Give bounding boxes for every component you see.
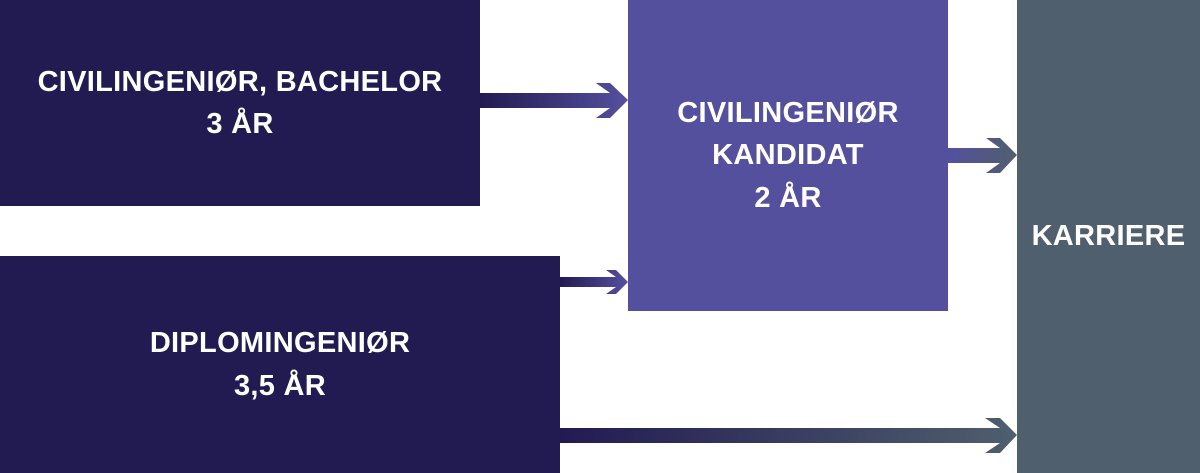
bachelor-duration: 3 ÅR xyxy=(206,108,274,140)
karriere-box: KARRIERE xyxy=(1017,0,1200,473)
arrow-bachelor-to-kandidat-icon xyxy=(480,83,628,118)
kandidat-title: CIVILINGENIØR xyxy=(677,97,899,130)
bachelor-title: CIVILINGENIØR, BACHELOR xyxy=(37,65,443,98)
kandidat-box: CIVILINGENIØR KANDIDAT 2 ÅR xyxy=(628,0,948,311)
bachelor-box: CIVILINGENIØR, BACHELOR 3 ÅR xyxy=(0,0,480,206)
arrow-diplom-to-karriere-icon xyxy=(560,418,1017,453)
diplom-duration: 3,5 ÅR xyxy=(233,369,327,402)
karriere-title: KARRIERE xyxy=(1031,220,1186,253)
arrow-kandidat-to-karriere-icon xyxy=(948,138,1017,173)
diplom-title: DIPLOMINGENIØR xyxy=(149,327,411,360)
arrow-diplom-to-kandidat-icon xyxy=(560,270,628,294)
kandidat-duration: 2 ÅR xyxy=(754,181,822,214)
kandidat-subtitle: KANDIDAT xyxy=(712,139,864,172)
diplom-box: DIPLOMINGENIØR 3,5 ÅR xyxy=(0,256,560,473)
